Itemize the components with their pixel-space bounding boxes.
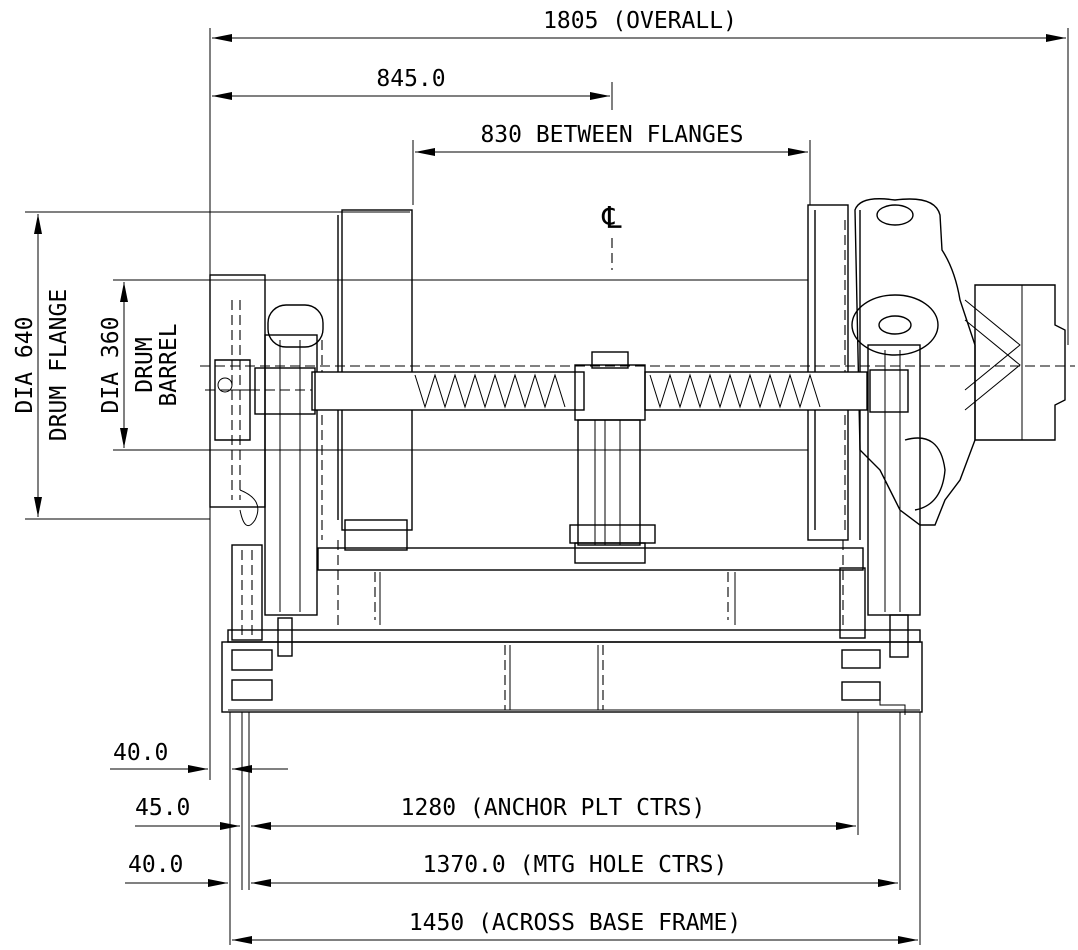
dimension-center-offset: 845.0 [212,66,613,110]
dimension-mtg-holes: 40.0 1370.0 (MTG HOLE CTRS) [125,852,898,887]
level-wind-screw-right [644,371,868,411]
level-wind-carriage [574,364,646,421]
flange-dia-label-2: DRUM FLANGE [46,289,72,441]
drum-centerline: ℄ [601,201,622,270]
base-frame-top-plate [227,629,921,643]
base-frame [221,641,923,713]
center-offset-label: 845.0 [376,66,445,92]
dimension-drum-flange-dia: DIA 640 DRUM FLANGE [12,211,410,520]
dimension-drum-barrel-dia: DIA 360 DRUM BARREL [98,279,808,451]
dimension-between-flanges: 830 BETWEEN FLANGES [412,122,811,205]
left-brake-plate [209,274,266,508]
dimension-anchor: 45.0 1280 (ANCHOR PLT CTRS) [135,795,856,830]
left-45-label: 45.0 [135,795,190,821]
mounting-hole-centers-label: 1370.0 (MTG HOLE CTRS) [423,852,728,878]
winch-body [200,198,1075,715]
level-wind-screw-left [311,371,585,411]
carriage-guide-rail [317,547,864,571]
extension-lines-bottom [229,712,921,945]
right-anchor-plate [839,567,866,639]
hydraulic-motor [974,284,1066,441]
flange-dia-label-1: DIA 640 [12,317,38,414]
dimension-left-40a: 40.0 [110,740,288,773]
left-40b-label: 40.0 [128,852,183,878]
left-anchor-plate [231,544,263,641]
anchor-plate-centers-label: 1280 (ANCHOR PLT CTRS) [401,795,706,821]
left-bearing-cap [267,304,324,348]
gearbox-housing [854,198,976,526]
barrel-dia-label-3: BARREL [156,323,182,406]
barrel-dia-label-2: DRUM [132,337,158,392]
barrel-dia-label-1: DIA 360 [98,317,124,414]
left-drum-flange [341,209,413,531]
left-side-frame [264,334,318,616]
centerline-symbol: ℄ [601,201,622,236]
between-flanges-label: 830 BETWEEN FLANGES [480,122,743,148]
dimension-overall: 1805 (OVERALL) [209,8,1069,780]
right-side-frame [867,344,921,616]
base-frame-width-label: 1450 (ACROSS BASE FRAME) [409,910,741,936]
left-40a-label: 40.0 [113,740,168,766]
overall-dimension-label: 1805 (OVERALL) [543,8,737,34]
dimension-base-frame: 1450 (ACROSS BASE FRAME) [232,910,918,944]
